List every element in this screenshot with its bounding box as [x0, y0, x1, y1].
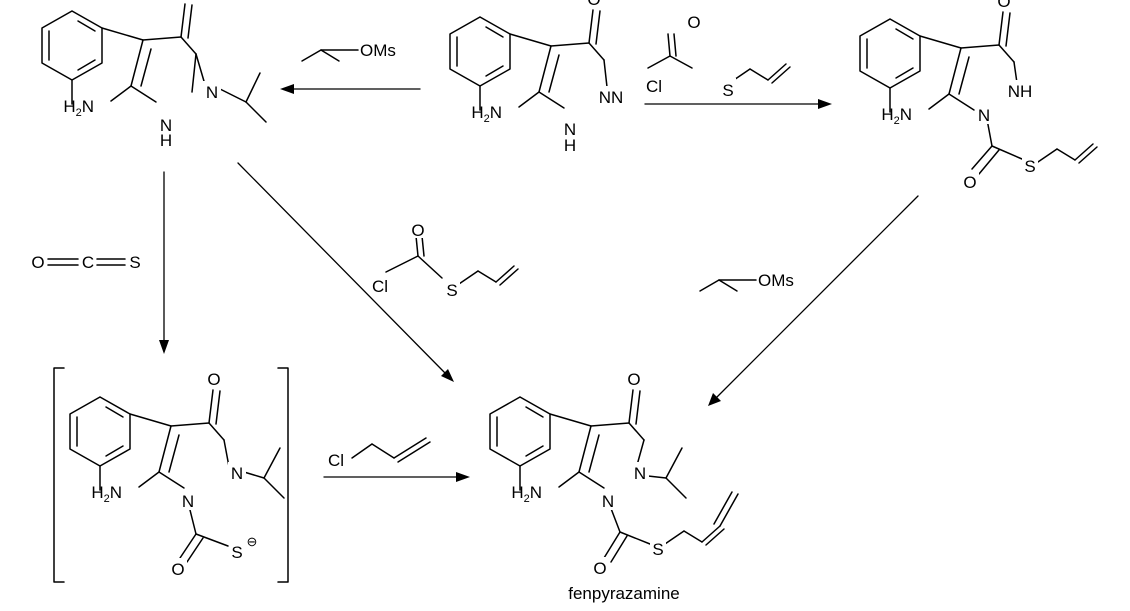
product-caption: fenpyrazamine — [568, 584, 680, 603]
negative-charge-icon: ⊖ — [247, 534, 258, 549]
molecule-isopropyl-pyrazolone: N N H — [41, 0, 267, 150]
ring-nitrogen-label: N — [978, 106, 990, 125]
ring-nitrogen-label: N — [634, 464, 646, 483]
cos-oxygen-label: O — [31, 253, 44, 272]
molecule-fenpyrazamine: N N O S — [489, 367, 739, 578]
sulfur-label: S — [652, 540, 663, 559]
arrow-diagonal-to-product — [237, 162, 454, 382]
arrow-intermediate-to-product — [323, 472, 470, 482]
arrow-right-diagonal-to-product — [708, 195, 919, 406]
thiocarbonyl-oxygen-label: O — [593, 559, 606, 578]
oxygen-label: O — [411, 221, 424, 240]
sulfur-label: S — [231, 543, 242, 562]
sulfur-label: S — [722, 81, 733, 100]
oms-label: OMs — [360, 41, 396, 60]
molecule-n-allylthiocarbonyl-pyrazolone: NH N O S — [859, 0, 1098, 192]
arrow-down-to-intermediate — [159, 171, 169, 354]
ring-hydrogen-label: H — [160, 131, 172, 150]
reagent-isopropyl-mesylate-2: OMs — [699, 271, 794, 292]
arrow-to-isopropyl — [280, 84, 421, 94]
ring-nitrogen-label: NN — [599, 88, 624, 107]
ring-nitrogen-label: N — [231, 464, 243, 483]
molecule-aminopyrazolone-start: NN N H — [449, 0, 626, 156]
intermediate-brackets — [53, 367, 289, 583]
ring-nitrogen-label: N — [602, 492, 614, 511]
sulfur-label: S — [1024, 157, 1035, 176]
ring-nitrogen-label: N — [160, 116, 172, 135]
ring-nitrogen-label: N — [206, 83, 218, 102]
ring-hydrogen-label: H — [564, 136, 576, 155]
thiocarbonyl-oxygen-label: O — [171, 560, 184, 579]
reagent-isopropyl-mesylate: OMs — [301, 41, 396, 62]
ring-nitrogen-label: N — [564, 120, 576, 139]
chlorine-label: Cl — [646, 77, 662, 96]
sulfur-label: S — [446, 281, 457, 300]
reagent-allyl-chlorothioformate: Cl O S — [642, 13, 791, 100]
chlorine-label: Cl — [372, 277, 388, 296]
reagent-allyl-chloride: Cl — [328, 437, 431, 470]
molecule-thiocarboxylate-intermediate: N N O S ⊖ — [69, 367, 285, 579]
arrow-to-thiocarbonyl — [644, 99, 832, 109]
oxygen-label: O — [687, 13, 700, 32]
chlorine-label: Cl — [328, 451, 344, 470]
reagent-carbonyl-sulfide: O C S — [31, 253, 140, 272]
cos-carbon-label: C — [82, 253, 94, 272]
cos-sulfur-label: S — [129, 253, 140, 272]
thiocarbonyl-oxygen-label: O — [963, 173, 976, 192]
ring-nh-label: NH — [1008, 82, 1033, 101]
ring-nitrogen-label: N — [182, 492, 194, 511]
reagent-allyl-chlorothioformate-2: Cl O S — [372, 220, 519, 300]
oms-label: OMs — [758, 271, 794, 290]
